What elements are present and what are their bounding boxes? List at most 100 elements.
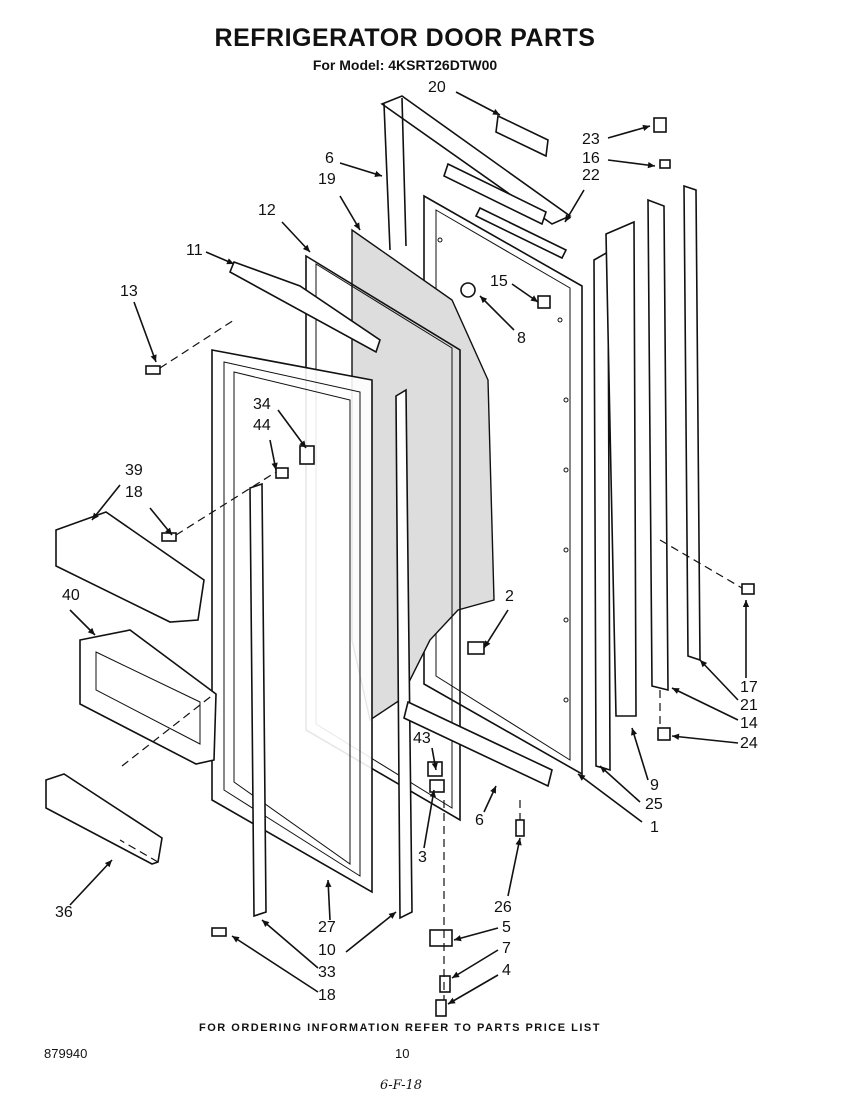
callout-number: 18 bbox=[318, 987, 336, 1004]
arrowhead bbox=[672, 688, 680, 694]
leader-line bbox=[261, 919, 319, 969]
callout-number: 4 bbox=[502, 962, 511, 979]
callout-number: 14 bbox=[740, 715, 758, 732]
callout-number: 20 bbox=[428, 79, 446, 96]
callout-number: 11 bbox=[186, 242, 203, 259]
arrowhead bbox=[490, 786, 496, 794]
callout-6: 6 bbox=[475, 785, 497, 829]
callout-13: 13 bbox=[120, 283, 157, 363]
arrowhead bbox=[87, 627, 95, 635]
arrowhead bbox=[631, 728, 638, 736]
part-shelf-bin bbox=[79, 629, 217, 765]
arrowhead bbox=[150, 354, 157, 362]
callout-number: 2 bbox=[505, 588, 514, 605]
part-side-strip-center bbox=[395, 388, 413, 920]
arrowhead bbox=[271, 462, 278, 470]
callout-number: 3 bbox=[418, 849, 427, 866]
arrowhead bbox=[642, 124, 650, 131]
callout-44: 44 bbox=[253, 417, 278, 471]
callout-12: 12 bbox=[258, 202, 311, 253]
leader-line bbox=[671, 735, 739, 744]
arrowhead bbox=[388, 912, 396, 919]
model-subtitle: For Model: 4KSRT26DTW00 bbox=[312, 57, 498, 73]
arrowhead bbox=[325, 880, 332, 888]
arrowhead bbox=[165, 527, 172, 535]
part-door-edge-channel bbox=[647, 184, 701, 692]
arrowhead bbox=[600, 766, 608, 774]
callout-number: 43 bbox=[413, 730, 431, 747]
leader-line bbox=[699, 659, 739, 701]
callout-34: 34 bbox=[253, 396, 307, 449]
leader-line bbox=[607, 125, 651, 139]
callout-number: 34 bbox=[253, 396, 271, 413]
callout-9: 9 bbox=[631, 727, 659, 794]
callout-21: 21 bbox=[699, 659, 758, 714]
callout-22: 22 bbox=[564, 167, 600, 223]
callout-number: 6 bbox=[475, 812, 484, 829]
arrowhead bbox=[299, 440, 306, 448]
arrowhead bbox=[647, 161, 655, 169]
callout-number: 5 bbox=[502, 919, 511, 936]
callout-number: 15 bbox=[490, 273, 508, 290]
leader-line bbox=[133, 301, 157, 363]
arrowhead bbox=[742, 600, 750, 607]
part-hinge-bracket bbox=[228, 260, 381, 354]
leader-line bbox=[91, 484, 121, 521]
callout-number: 18 bbox=[125, 484, 143, 501]
callout-5: 5 bbox=[453, 919, 511, 942]
callout-number: 21 bbox=[740, 697, 758, 714]
part-dairy-door-bin bbox=[55, 511, 205, 623]
arrowhead bbox=[530, 295, 538, 302]
arrowhead bbox=[565, 214, 572, 222]
leader-line bbox=[607, 159, 656, 167]
leader-line bbox=[69, 859, 113, 906]
callout-3: 3 bbox=[418, 789, 436, 866]
callout-number: 33 bbox=[318, 964, 336, 981]
callout-number: 7 bbox=[502, 940, 511, 957]
callout-number: 19 bbox=[318, 171, 336, 188]
leader-line bbox=[507, 837, 521, 897]
leader-line bbox=[599, 765, 641, 803]
callout-24: 24 bbox=[671, 733, 758, 752]
callout-11: 11 bbox=[186, 242, 235, 265]
arrowhead bbox=[374, 170, 382, 177]
callout-number: 10 bbox=[318, 942, 336, 959]
callout-16: 16 bbox=[582, 150, 656, 169]
callout-number: 40 bbox=[62, 587, 80, 604]
callout-43: 43 bbox=[413, 730, 438, 771]
part-side-trim-panel bbox=[605, 220, 637, 717]
leader-line bbox=[447, 974, 499, 1005]
part-top-frame bbox=[380, 95, 572, 251]
callout-number: 8 bbox=[517, 330, 526, 347]
callout-18: 18 bbox=[231, 935, 336, 1004]
arrowhead bbox=[484, 640, 491, 648]
callout-number: 25 bbox=[645, 796, 663, 813]
leader-line bbox=[455, 91, 501, 116]
arrowhead bbox=[431, 762, 438, 770]
leader-line bbox=[577, 773, 643, 823]
callout-33: 33 bbox=[261, 919, 336, 981]
arrowhead bbox=[262, 920, 270, 927]
callout-number: 23 bbox=[582, 131, 600, 148]
arrowhead bbox=[232, 936, 240, 943]
leader-line bbox=[423, 789, 435, 849]
callout-10: 10 bbox=[318, 911, 397, 959]
arrowhead bbox=[353, 222, 360, 230]
callout-36: 36 bbox=[55, 859, 113, 921]
arrowhead bbox=[672, 733, 680, 740]
part-breaker-strip bbox=[593, 250, 611, 772]
leader-line bbox=[671, 687, 739, 721]
arrowhead bbox=[700, 660, 708, 668]
callout-26: 26 bbox=[494, 837, 522, 916]
leader-line bbox=[231, 935, 319, 993]
leader-line bbox=[339, 162, 383, 177]
callout-number: 1 bbox=[650, 819, 659, 836]
leader-line bbox=[631, 727, 649, 781]
callout-15: 15 bbox=[490, 273, 539, 303]
arrowhead bbox=[452, 971, 460, 978]
part-lower-bin bbox=[45, 773, 163, 865]
callout-25: 25 bbox=[599, 765, 663, 813]
callout-23: 23 bbox=[582, 124, 651, 148]
